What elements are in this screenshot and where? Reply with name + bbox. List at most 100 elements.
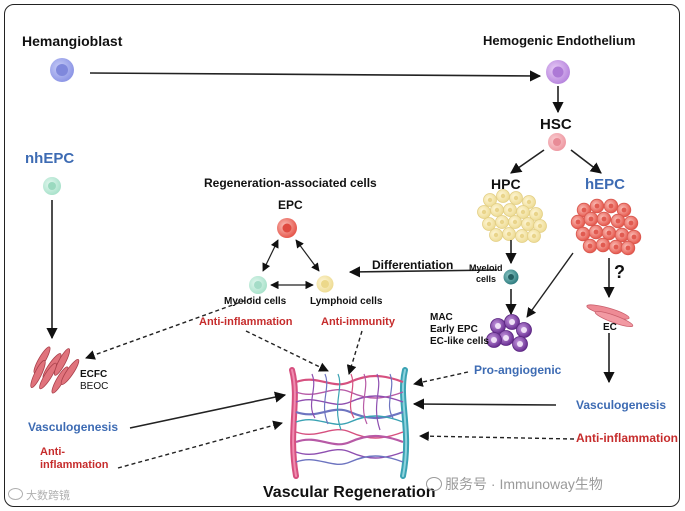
hpc-cell-nucleus bbox=[500, 193, 506, 199]
capillary-vessel bbox=[295, 374, 404, 386]
hepc-cell-nucleus bbox=[625, 245, 631, 251]
hpc-cell-nucleus bbox=[525, 221, 531, 227]
arrow-myeloid-to-ecfc bbox=[85, 297, 253, 360]
mac-cell-cluster bbox=[486, 314, 532, 352]
mac-cell-nucleus bbox=[509, 319, 515, 325]
hpc-cell-nucleus bbox=[487, 197, 493, 203]
label-hemangioblast: Hemangioblast bbox=[22, 33, 123, 49]
hepc-cell-nucleus bbox=[615, 218, 621, 224]
weibo-icon bbox=[8, 488, 23, 500]
capillary-vessel bbox=[295, 434, 404, 446]
mac-cell-nucleus bbox=[517, 341, 523, 347]
diagram-frame bbox=[4, 4, 680, 507]
hpc-cell-nucleus bbox=[494, 207, 500, 213]
label-myeloid-right-1: Myeloid bbox=[469, 263, 503, 273]
hpc-cell-nucleus bbox=[499, 219, 505, 225]
hpc-cell-nucleus bbox=[512, 219, 518, 225]
hpc-cell-nucleus bbox=[513, 195, 519, 201]
hepc-cell-nucleus bbox=[621, 207, 627, 213]
label-hepc: hEPC bbox=[585, 176, 626, 193]
hepc-cell-nucleus bbox=[613, 244, 619, 250]
lymphoid-cell bbox=[316, 275, 334, 293]
arrow-pro-angiogenic-to-vessel bbox=[413, 371, 469, 387]
ecfc-spindle-cell bbox=[30, 360, 46, 388]
arrow-hemangioblast-to-he bbox=[89, 70, 542, 82]
hpc-cell-nucleus bbox=[507, 207, 513, 213]
myeloid-cell-triangle bbox=[249, 276, 267, 294]
corner-watermark: 大数跨镜 bbox=[8, 487, 70, 503]
hepc-cell-nucleus bbox=[580, 231, 586, 237]
capillary-branch bbox=[362, 373, 368, 425]
wechat-watermark: 服务号 · Immunoway生物 bbox=[426, 474, 603, 494]
wechat-watermark-text: 服务号 · Immunoway生物 bbox=[445, 476, 603, 492]
hpc-cell-nucleus bbox=[537, 223, 543, 229]
label-hemogenic-endothelium: Hemogenic Endothelium bbox=[483, 33, 636, 48]
hepc-cell-nucleus bbox=[619, 232, 625, 238]
mac-cell-nucleus bbox=[503, 335, 509, 341]
label-anti-inflammation-mid: Anti-inflammation bbox=[199, 316, 293, 328]
capillary-vessel bbox=[295, 395, 404, 406]
hepc-cell-nucleus bbox=[593, 229, 599, 235]
hemogenic-endothelium-cell bbox=[546, 60, 570, 84]
hpc-cell-nucleus bbox=[526, 199, 532, 205]
capillary-branch bbox=[388, 373, 394, 419]
label-anti-inflammation-left-2: inflammation bbox=[40, 459, 109, 471]
capillary-branch bbox=[323, 373, 329, 425]
ecfc-spindle-cell bbox=[60, 359, 80, 385]
capillary-vessel bbox=[295, 455, 404, 466]
label-mac: MAC bbox=[430, 312, 453, 323]
arrow-anti-inflammation-to-vessel bbox=[245, 330, 329, 372]
arrow-epc-myeloid bbox=[262, 239, 279, 272]
hpc-cell-nucleus bbox=[493, 232, 499, 238]
hepc-cell-nucleus bbox=[606, 230, 612, 236]
label-anti-inflammation-left-1: Anti- bbox=[40, 446, 66, 458]
hpc-cell-nucleus bbox=[533, 211, 539, 217]
label-early-epc: Early EPC bbox=[430, 324, 478, 335]
nhepc-cell bbox=[43, 177, 61, 195]
arrow-vasculogenesis-right-to-vessel bbox=[412, 398, 557, 410]
label-ec: EC bbox=[603, 322, 617, 333]
capillary-branch bbox=[310, 373, 316, 419]
label-beoc: BEOC bbox=[80, 381, 109, 392]
capillary-branch bbox=[336, 373, 342, 431]
hepc-cell-nucleus bbox=[587, 243, 593, 249]
arrow-hepc-to-mac bbox=[526, 252, 574, 318]
capillary-vessel bbox=[295, 415, 404, 426]
hpc-cell-nucleus bbox=[520, 209, 526, 215]
hepc-cell-nucleus bbox=[588, 216, 594, 222]
label-differentiation: Differentiation bbox=[372, 258, 454, 272]
mac-cell-nucleus bbox=[495, 323, 501, 329]
wechat-icon bbox=[426, 477, 442, 491]
label-lymphoid-cells: Lymphoid cells bbox=[310, 296, 383, 307]
hpc-cell-nucleus bbox=[531, 233, 537, 239]
hepc-cell-nucleus bbox=[600, 242, 606, 248]
label-anti-inflammation-right: Anti-inflammation bbox=[576, 431, 678, 445]
label-myeloid-right-2: cells bbox=[476, 274, 497, 284]
hepc-cell-cluster bbox=[570, 198, 642, 256]
label-vasculogenesis-right: Vasculogenesis bbox=[576, 398, 667, 412]
label-epc: EPC bbox=[278, 198, 303, 212]
arrow-differentiation bbox=[348, 266, 498, 278]
hsc-cell bbox=[548, 133, 566, 151]
hepc-cell-nucleus bbox=[575, 219, 581, 225]
capillary-branch bbox=[349, 373, 355, 419]
label-anti-immunity: Anti-immunity bbox=[321, 316, 395, 328]
arrow-epc-lymphoid bbox=[295, 239, 320, 272]
hpc-cell-nucleus bbox=[481, 209, 487, 215]
label-myeloid-cells: Myeloid cells bbox=[224, 296, 287, 307]
label-nhepc: nhEPC bbox=[25, 150, 75, 167]
label-hpc: HPC bbox=[491, 176, 521, 192]
hepc-cell-nucleus bbox=[601, 216, 607, 222]
mac-cell-nucleus bbox=[491, 337, 497, 343]
label-ec-like-cells: EC-like cells bbox=[430, 336, 489, 347]
hepc-cell-nucleus bbox=[608, 203, 614, 209]
mac-cell-nucleus bbox=[521, 327, 527, 333]
label-regeneration-cells: Regeneration-associated cells bbox=[204, 176, 377, 190]
ecfc-cells bbox=[30, 346, 80, 394]
epc-cell bbox=[277, 218, 297, 238]
label-ecfc: ECFC bbox=[80, 369, 108, 380]
myeloid-cell-right bbox=[503, 269, 519, 285]
label-pro-angiogenic: Pro-angiogenic bbox=[474, 363, 562, 377]
hepc-cell-nucleus bbox=[594, 203, 600, 209]
